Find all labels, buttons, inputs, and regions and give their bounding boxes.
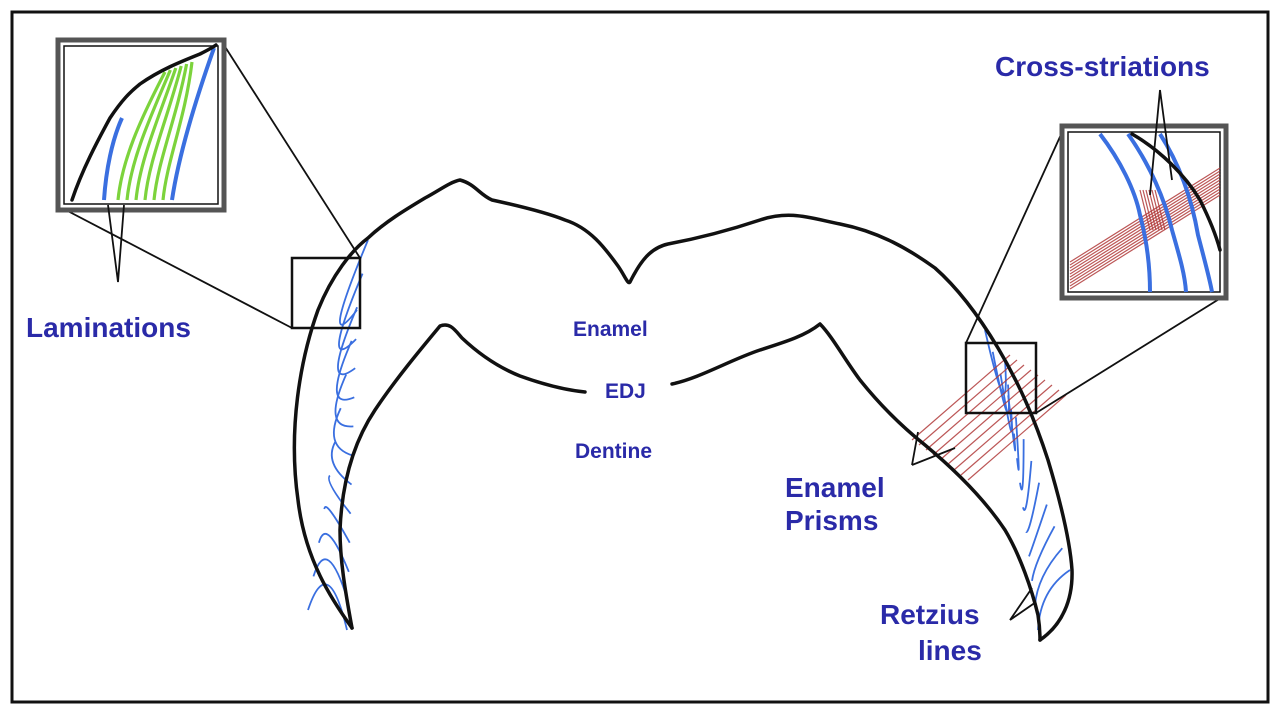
retzius-line bbox=[333, 407, 353, 457]
lamination-line-green bbox=[134, 67, 178, 201]
right-retzius-lines bbox=[984, 329, 1071, 631]
enamel-label: Enamel bbox=[573, 318, 648, 341]
enamel-prism-line bbox=[918, 359, 1018, 446]
edj-label: EDJ bbox=[605, 380, 646, 403]
right-zoom-line-bottom bbox=[1035, 295, 1225, 414]
cross-striation-line bbox=[1069, 179, 1221, 275]
enamel-prism-line bbox=[911, 354, 1011, 441]
enamel-prism-line bbox=[967, 394, 1067, 481]
enamel-prisms-hatching bbox=[911, 354, 1067, 481]
enamel-prisms-label-line1: Enamel bbox=[785, 472, 885, 503]
dentine-label: Dentine bbox=[575, 440, 652, 463]
lamination-line-green bbox=[152, 63, 189, 201]
retzius-label-line2: lines bbox=[918, 635, 982, 666]
edj-line-left bbox=[338, 323, 587, 630]
cross-striation-tick bbox=[1145, 189, 1157, 231]
retzius-line bbox=[1025, 482, 1040, 533]
cross-striation-tick bbox=[1154, 189, 1166, 231]
enamel-prism-line bbox=[925, 364, 1025, 451]
laminations-label: Laminations bbox=[26, 312, 191, 343]
cross-striations-label: Cross-striations bbox=[995, 51, 1210, 82]
edj-line-right bbox=[670, 322, 1042, 642]
lamination-line-blue bbox=[170, 47, 216, 201]
retzius-line bbox=[1022, 460, 1033, 511]
lamination-line-green bbox=[125, 69, 172, 201]
retzius-line bbox=[1028, 504, 1048, 557]
left-zoom-line-bottom bbox=[61, 207, 293, 329]
cross-striation-tick bbox=[1148, 189, 1160, 231]
enamel-prism-line bbox=[960, 389, 1060, 476]
laminations-leader bbox=[107, 204, 125, 283]
retzius-line bbox=[328, 474, 352, 515]
retzius-label-line1: Retzius bbox=[880, 599, 980, 630]
cross-striation-line bbox=[1069, 167, 1221, 263]
cross-striation-line bbox=[1069, 170, 1221, 266]
cross-striation-tick bbox=[1151, 189, 1163, 231]
retzius-line bbox=[1019, 439, 1025, 491]
retzius-line bbox=[334, 374, 354, 428]
lamination-line-blue bbox=[102, 117, 124, 201]
enamel-prisms-leader bbox=[911, 431, 956, 466]
right-inset bbox=[1059, 123, 1229, 301]
left-inset bbox=[55, 37, 227, 213]
retzius-line bbox=[339, 239, 369, 326]
left-sample-box bbox=[290, 256, 362, 330]
retzius-line bbox=[1031, 525, 1056, 582]
cross-striations-leader bbox=[1149, 89, 1173, 196]
retzius-leader bbox=[1009, 587, 1037, 621]
retzius-line bbox=[984, 329, 1007, 395]
left-zoom-line-top bbox=[221, 41, 361, 259]
enamel-prisms-label-line2: Prisms bbox=[785, 505, 878, 536]
retzius-line bbox=[323, 506, 351, 544]
right-sample-box bbox=[964, 341, 1038, 415]
retzius-line bbox=[335, 340, 355, 401]
lamination-line-green bbox=[143, 65, 183, 201]
right-zoom-line-top bbox=[965, 127, 1065, 344]
retzius-line bbox=[318, 532, 350, 573]
cross-striation-tick bbox=[1142, 189, 1154, 231]
retzius-line bbox=[1015, 417, 1020, 471]
enamel-outer-surface bbox=[292, 178, 1074, 642]
lamination-line-green bbox=[116, 71, 167, 201]
enamel-prism-line bbox=[946, 379, 1046, 466]
lamination-line-green bbox=[161, 61, 194, 201]
retzius-line bbox=[337, 306, 358, 376]
cross-striation-tick bbox=[1139, 189, 1151, 231]
